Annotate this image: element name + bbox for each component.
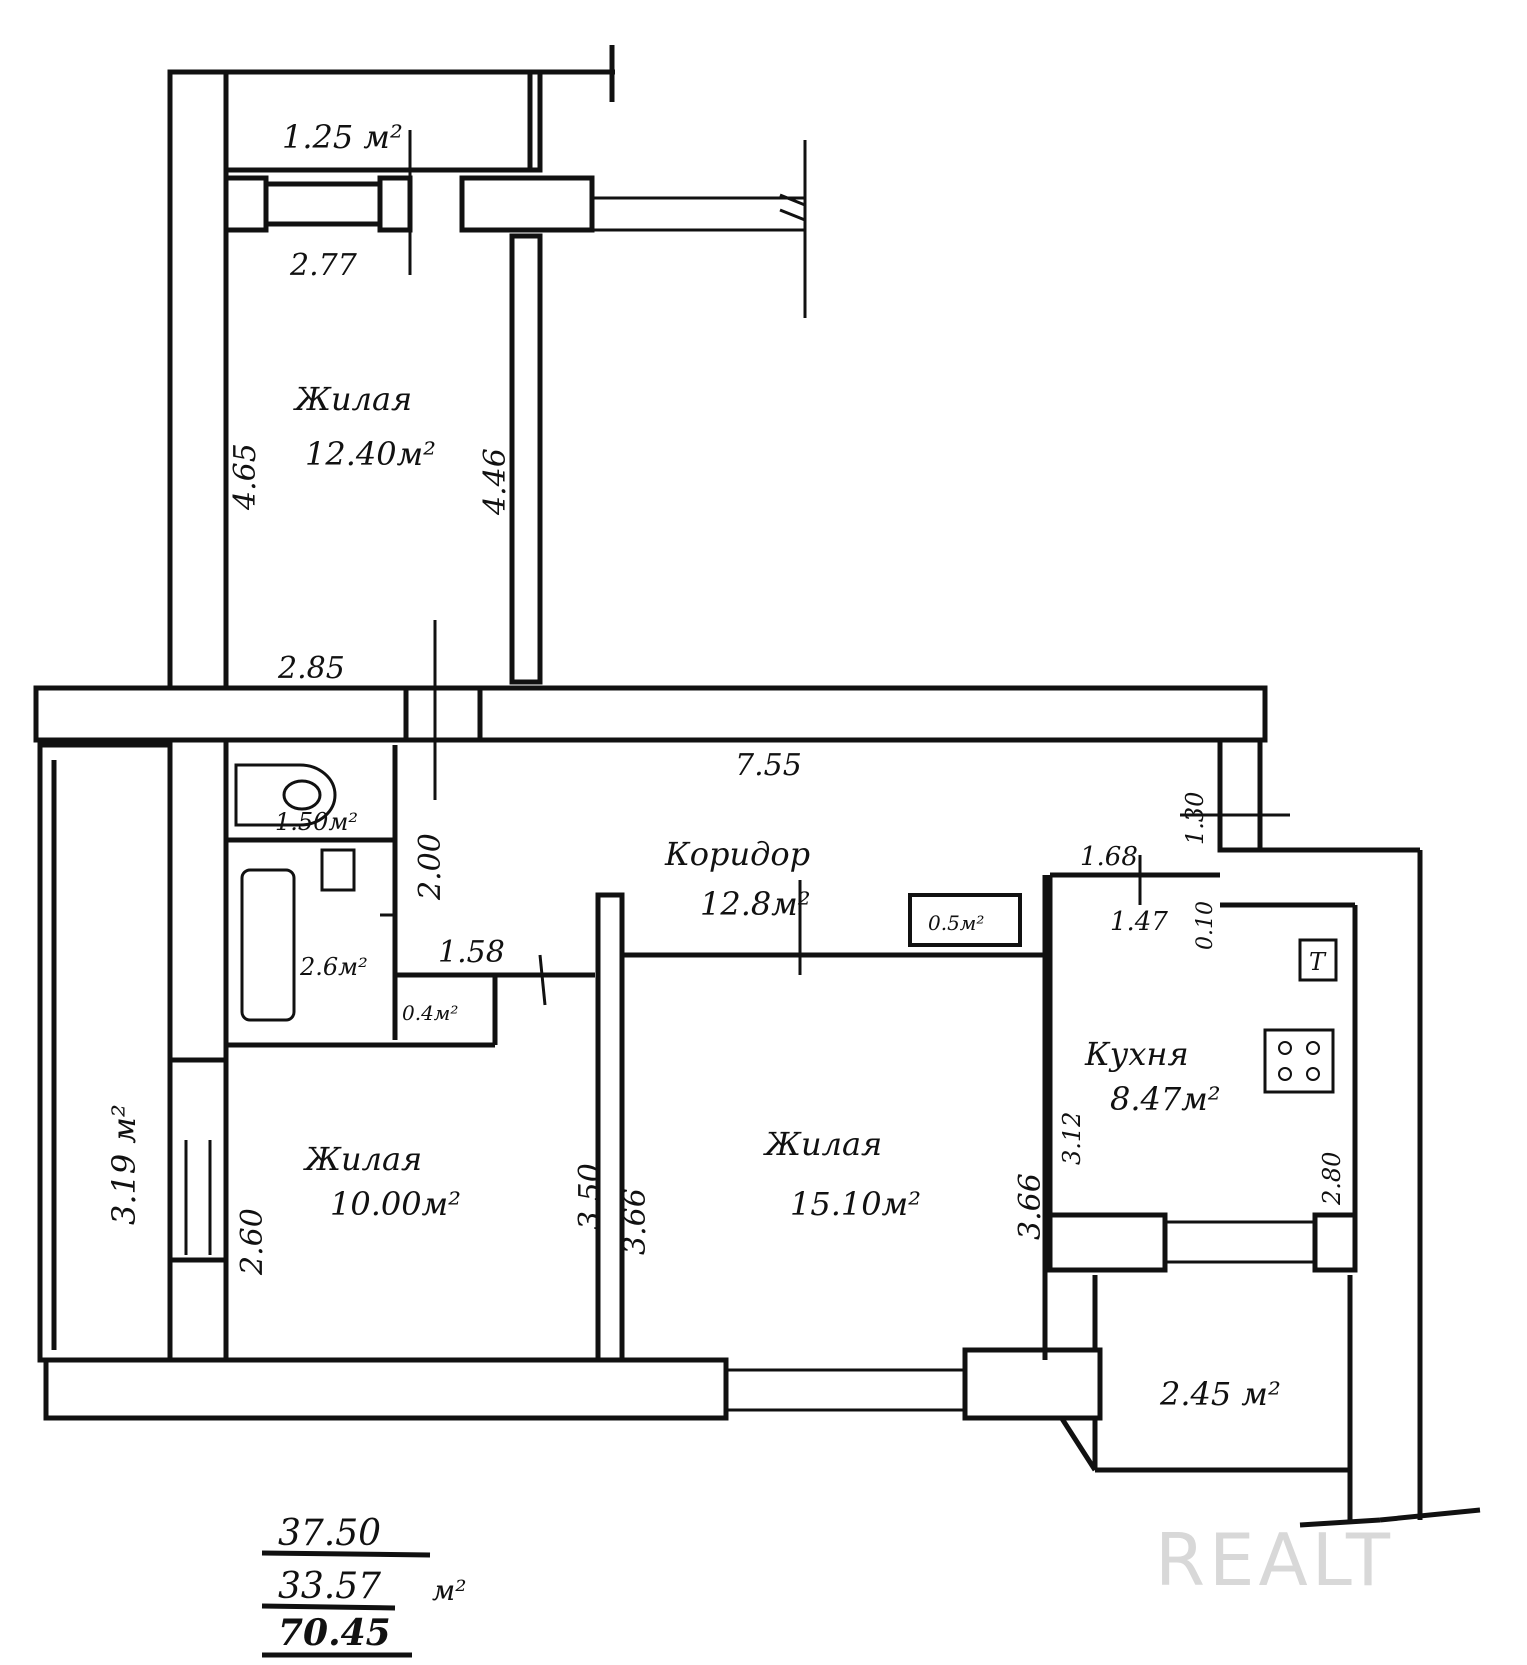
room-labels: 1.25 м² Жилая 12.40м² 1.50м² 2.6м² 0.4м²… xyxy=(105,118,1281,1413)
dimension-labels: 2.77 4.65 4.46 2.85 7.55 2.00 1.58 1.68 … xyxy=(228,248,1346,1276)
dim-3-12: 3.12 xyxy=(1058,1112,1086,1165)
water-heater-icon xyxy=(1298,938,1338,982)
kitchen-area: 8.47м² xyxy=(1110,1080,1221,1118)
balcony-top-area: 1.25 м² xyxy=(282,118,403,156)
dim-7-55: 7.55 xyxy=(735,748,802,783)
living-left-name: Жилая xyxy=(303,1140,422,1178)
corridor-area: 12.8м² xyxy=(700,885,811,923)
dim-1-47: 1.47 xyxy=(1110,907,1168,937)
water-heater-label: Т xyxy=(1309,948,1327,976)
sink-icon xyxy=(320,848,356,892)
toilet-icon xyxy=(234,763,337,827)
total-living: 37.50 xyxy=(278,1513,381,1554)
living-top-name: Жилая xyxy=(293,380,412,418)
dim-0-10: 0.10 xyxy=(1193,901,1218,950)
living-center-area: 15.10м² xyxy=(790,1185,921,1223)
dim-3-50: 3.50 xyxy=(573,1163,608,1230)
dim-1-30: 1.30 xyxy=(1181,792,1209,845)
corridor-name: Коридор xyxy=(664,835,810,873)
stove-icon xyxy=(1263,1028,1335,1094)
kitchen-name: Кухня xyxy=(1084,1035,1189,1073)
living-top-area: 12.40м² xyxy=(305,435,436,473)
area-totals: 37.50 33.57 70.45 м² xyxy=(261,1513,466,1658)
dim-1-58: 1.58 xyxy=(438,935,505,970)
balcony-bottom-area: 2.45 м² xyxy=(1159,1375,1281,1413)
loggia-left-area: 3.19 м² xyxy=(105,1104,143,1225)
total-area: 70.45 xyxy=(278,1612,391,1654)
walls xyxy=(33,45,1481,1528)
bathtub-icon xyxy=(240,868,296,1022)
dim-4-46: 4.46 xyxy=(478,448,513,516)
dimension-ticks xyxy=(380,130,1290,1006)
dim-2-80: 2.80 xyxy=(1318,1152,1346,1206)
total-unit: м² xyxy=(432,1574,466,1607)
dim-4-65: 4.65 xyxy=(228,443,263,511)
dim-3-66-right: 3.66 xyxy=(1013,1173,1048,1240)
fixtures: Т xyxy=(234,763,1338,1094)
dim-3-66-left: 3.66 xyxy=(618,1188,653,1255)
bath-area: 2.6м² xyxy=(299,953,368,981)
total-auxiliary: 33.57 xyxy=(278,1566,381,1607)
dim-2-60: 2.60 xyxy=(235,1208,270,1276)
dim-2-00: 2.00 xyxy=(413,833,448,901)
wc-area: 1.50м² xyxy=(275,808,358,836)
pantry-area: 0.5м² xyxy=(928,911,984,935)
living-center-name: Жилая xyxy=(763,1125,882,1163)
dim-1-68: 1.68 xyxy=(1080,842,1138,872)
realt-watermark: REALT xyxy=(1155,1518,1394,1602)
living-left-area: 10.00м² xyxy=(330,1185,461,1223)
dim-2-85: 2.85 xyxy=(277,651,345,686)
closet-area: 0.4м² xyxy=(402,1001,458,1025)
dim-2-77: 2.77 xyxy=(289,248,358,283)
toilet-bowl-icon xyxy=(282,779,322,811)
